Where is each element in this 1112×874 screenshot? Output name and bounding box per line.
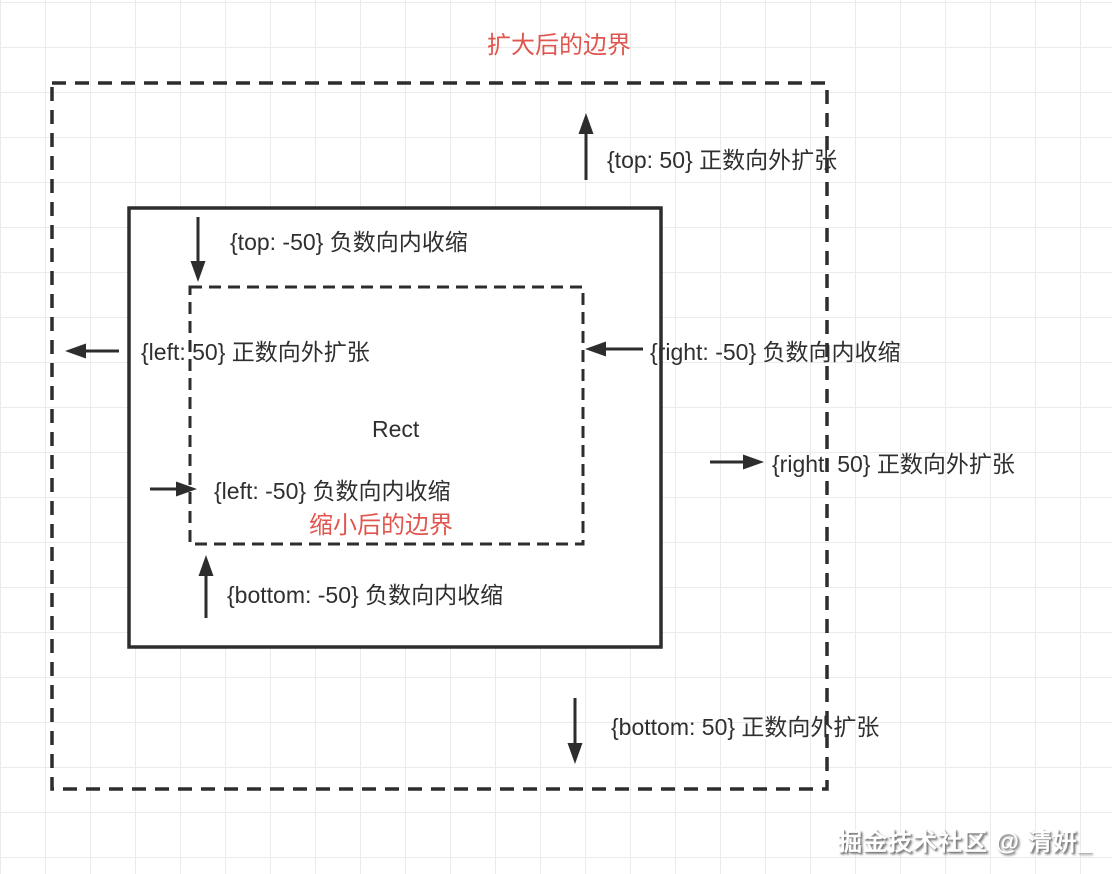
arrow-left-right-inner-icon [585,341,643,357]
original-rect [127,206,663,649]
watermark: 掘金技术社区 @ 清妍_ [838,829,1093,856]
arrow-up-bottom-inner-icon [198,555,214,618]
arrow-right-left-inner-icon [150,481,197,497]
arrow-right-right-outer-icon [710,454,764,470]
annotation-right-inner: {right: -50} 负数向内收缩 [650,339,901,365]
annotation-top-inner: {top: -50} 负数向内收缩 [230,229,468,255]
expanded-boundary-rect [50,81,829,791]
arrow-up-top-outer-icon [578,113,594,180]
rect-label: Rect [372,416,420,442]
annotation-bottom-inner: {bottom: -50} 负数向内收缩 [227,582,504,608]
expanded-boundary-title: 扩大后的边界 [487,32,631,59]
arrow-down-bottom-outer-icon [567,698,583,764]
shrunk-boundary-rect [188,285,585,546]
annotation-top-outer: {top: 50} 正数向外扩张 [607,147,838,173]
annotation-left-outer: {left: 50} 正数向外扩张 [141,339,370,365]
arrow-down-top-inner-icon [190,217,206,282]
annotation-left-inner: {left: -50} 负数向内收缩 [214,478,451,504]
shrunk-boundary-title: 缩小后的边界 [309,512,453,539]
annotation-right-outer: {right: 50} 正数向外扩张 [772,451,1015,477]
arrow-left-left-outer-icon [65,343,119,359]
annotation-bottom-outer: {bottom: 50} 正数向外扩张 [611,714,880,740]
